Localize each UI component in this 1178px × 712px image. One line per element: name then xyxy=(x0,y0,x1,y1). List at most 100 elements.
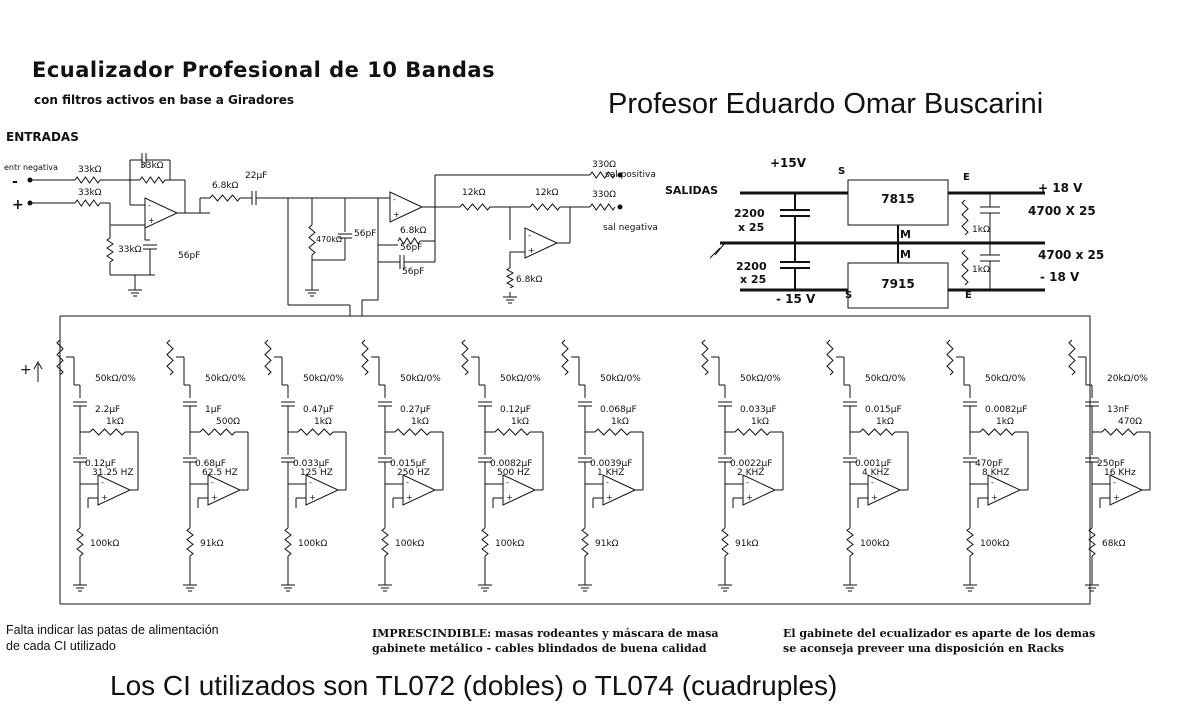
outputs-heading: SALIDAS xyxy=(665,184,718,197)
band-c1-label: 2.2µF xyxy=(95,405,120,415)
op-amp-pin: + xyxy=(1113,493,1120,502)
band-rg-label: 100kΩ xyxy=(495,539,524,549)
band-rg xyxy=(481,527,489,557)
out-pos-label: sal positiva xyxy=(605,170,656,180)
wire xyxy=(714,242,726,256)
band-freq-label: 250 HZ xyxy=(397,468,430,478)
arrow-up-icon xyxy=(33,360,43,382)
band-c2-label: 0.015µF xyxy=(390,459,427,469)
c-shunt-label: 56pF xyxy=(354,229,376,239)
band-r1 xyxy=(859,428,896,436)
band-pot-label: 50kΩ/0% xyxy=(303,374,344,384)
band-c2-label: 0.0022µF xyxy=(730,459,772,469)
band-r1 xyxy=(394,428,431,436)
band-c1-label: 0.068µF xyxy=(600,405,637,415)
inputs-heading: ENTRADAS xyxy=(6,130,79,144)
author-name: Profesor Eduardo Omar Buscarini xyxy=(608,88,1044,120)
neg-input-sign: - xyxy=(12,174,18,190)
op-amp-pin: - xyxy=(1113,478,1116,487)
op-amp-pin: - xyxy=(528,231,531,240)
band-rg xyxy=(721,527,729,557)
op-amp-pin: - xyxy=(991,478,994,487)
band-r1-label: 1kΩ xyxy=(751,417,769,427)
band-pot xyxy=(826,339,834,376)
band-op-amp xyxy=(207,474,242,506)
op-amp-pin: - xyxy=(506,478,509,487)
band-c1-label: 0.47µF xyxy=(303,405,334,415)
band-pot xyxy=(946,339,954,376)
r-feedback xyxy=(139,176,166,184)
band-rg-label: 100kΩ xyxy=(90,539,119,549)
r-in-pos xyxy=(74,199,101,207)
band-rg-label: 100kΩ xyxy=(395,539,424,549)
op-amp-pin: + xyxy=(211,493,218,502)
r-in-pos-label: 33kΩ xyxy=(78,188,102,198)
band-c2-label: 0.68µF xyxy=(195,459,226,469)
note-grounding-1: IMPRESCINDIBLE: masas rodeantes y máscar… xyxy=(372,627,719,640)
r-b xyxy=(529,203,561,211)
terminal xyxy=(617,172,623,178)
cap-out-bot: 4700 x 25 xyxy=(1038,248,1104,262)
r-top-label: 1kΩ xyxy=(972,225,990,235)
r-out-pos xyxy=(589,171,616,179)
cap-top-voltage: x 25 xyxy=(738,221,764,234)
band-op-amp xyxy=(987,474,1022,506)
band-op-amp xyxy=(97,474,132,506)
diagram-title: Ecualizador Profesional de 10 Bandas xyxy=(32,58,496,82)
band-c2-label: 470pF xyxy=(975,459,1003,469)
r-in-neg xyxy=(74,176,101,184)
op-amp-pin: - xyxy=(309,478,312,487)
r-a xyxy=(459,203,491,211)
op-amp-pin: + xyxy=(148,216,155,225)
reg-pos-label: 7815 xyxy=(881,192,914,206)
band-op-amp xyxy=(402,474,437,506)
band-op-amp xyxy=(1109,474,1144,506)
band-rg-label: 100kΩ xyxy=(298,539,327,549)
cap-top-value: 2200 xyxy=(734,207,765,220)
band-r1 xyxy=(494,428,531,436)
op-amp-pin: + xyxy=(393,210,400,219)
note-power-pins-1: Falta indicar las patas de alimentación xyxy=(6,623,219,637)
diagram-subtitle: con filtros activos en base a Giradores xyxy=(34,93,295,107)
band-pot-label: 50kΩ/0% xyxy=(205,374,246,384)
r-inv-gnd-label: 6.8kΩ xyxy=(516,275,543,285)
pin-s-top: S xyxy=(838,166,845,177)
band-rg xyxy=(76,527,84,557)
band-pot-label: 50kΩ/0% xyxy=(985,374,1026,384)
note-grounding-2: gabinete metálico - cables blindados de … xyxy=(372,642,707,655)
band-freq-label: 16 KHz xyxy=(1104,468,1136,478)
plus-marker: + xyxy=(20,362,32,378)
op-amp-pin: + xyxy=(746,493,753,502)
op-amp-pin: + xyxy=(101,493,108,502)
band-rg-label: 68kΩ xyxy=(1102,539,1126,549)
band-c2-label: 0.001µF xyxy=(855,459,892,469)
pin-e-bot: E xyxy=(965,290,972,301)
r-top xyxy=(961,199,969,236)
band-c2-label: 0.033µF xyxy=(293,459,330,469)
op-amp-pin: + xyxy=(871,493,878,502)
band-pot xyxy=(264,339,272,376)
band-r1 xyxy=(1101,428,1138,436)
band-r1-label: 500Ω xyxy=(216,417,240,427)
band-freq-label: 500 HZ xyxy=(497,468,530,478)
r-shunt-label: 470kΩ xyxy=(316,235,342,244)
op-amp-pin: + xyxy=(991,493,998,502)
band-pot xyxy=(561,339,569,376)
cap-bot-voltage: x 25 xyxy=(740,273,766,286)
band-c2-label: 0.0039µF xyxy=(590,459,632,469)
r-shunt xyxy=(308,224,316,256)
pin-m-top: M xyxy=(900,228,911,241)
band-c1-label: 13nF xyxy=(1107,405,1129,415)
band-op-amp xyxy=(305,474,340,506)
band-pot xyxy=(1068,339,1076,376)
band-r1-label: 1kΩ xyxy=(411,417,429,427)
band-freq-label: 62.5 HZ xyxy=(202,468,238,478)
band-c1-label: 0.0082µF xyxy=(985,405,1027,415)
op-amp-pin: - xyxy=(406,478,409,487)
op-amp-pin: + xyxy=(606,493,613,502)
band-freq-label: 8 KHZ xyxy=(982,468,1009,478)
op-amp-pin: + xyxy=(406,493,413,502)
r-bot xyxy=(961,249,969,286)
footer-ic-note: Los CI utilizados son TL072 (dobles) o T… xyxy=(110,670,838,701)
